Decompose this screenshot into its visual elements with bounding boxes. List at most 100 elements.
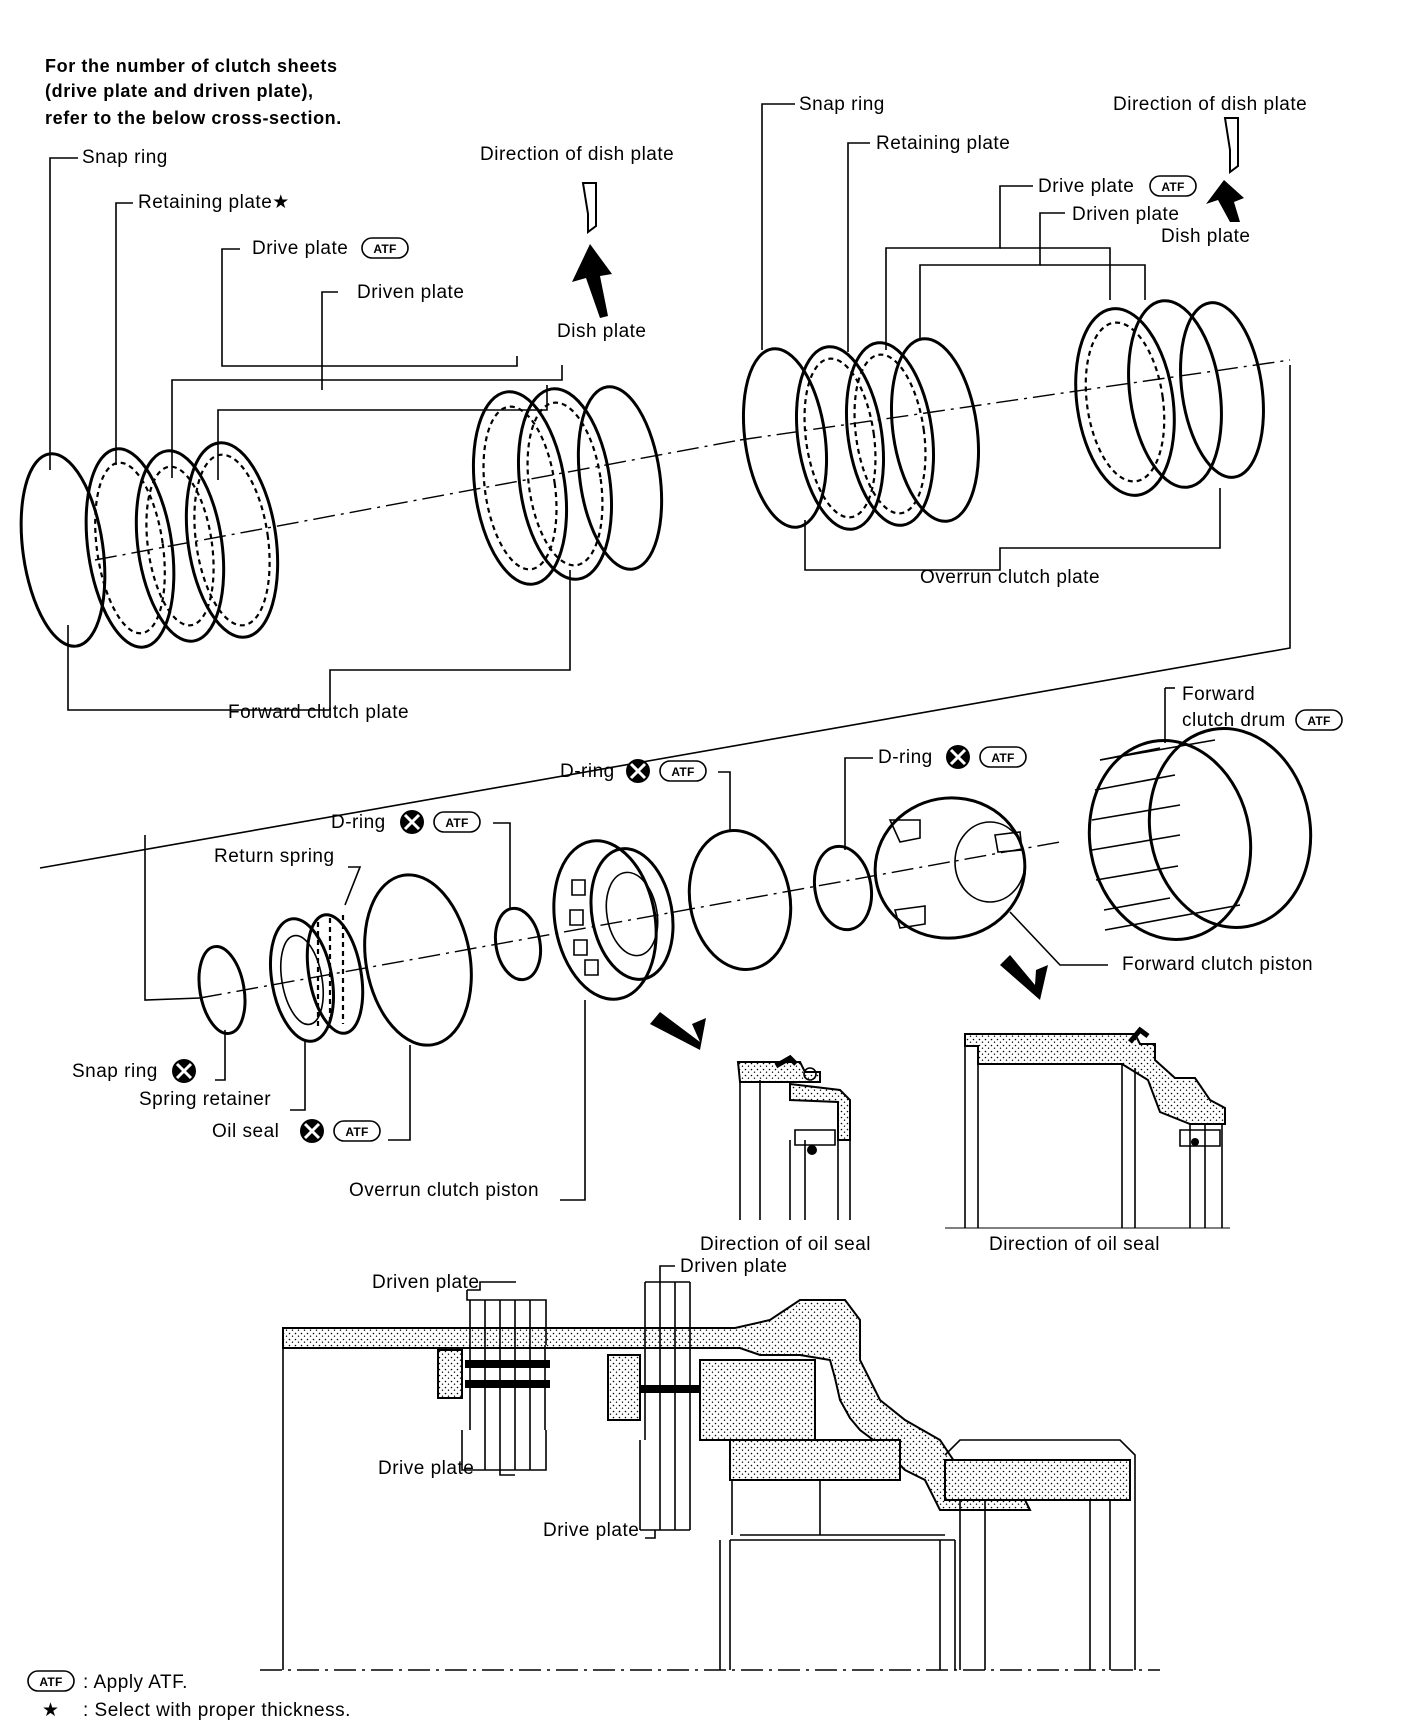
atf-badge: ATF [433,811,481,833]
cross-section: Driven plate Driven plate Drive plate Dr… [260,1256,1160,1671]
overrun-driven-plate-bracket [1040,264,1146,300]
forward-snap-ring-label: Snap ring [82,147,168,168]
legend-star-text: : Select with proper thickness. [83,1700,351,1720]
overrun-direction-of-dish-plate-label: Direction of dish plate [1113,94,1307,115]
d-ring-small-right-part [812,844,874,932]
snap-ring-part [19,452,107,648]
atf-badge: ATF [1295,709,1343,731]
forward-plate-stack-1-teeth [482,405,558,571]
overrun-clutch-piston-part [552,839,675,1001]
oil-seal-detail-right: Direction of oil seal [945,1026,1230,1255]
svg-text:ATF: ATF [445,816,468,830]
oil-seal-label: Oil seal [212,1121,279,1142]
cross-section-driven-plate-right-label: Driven plate [680,1256,787,1277]
atf-badge: ATF [979,746,1027,768]
overrun-plate-stack-teeth [1084,321,1166,483]
overrun-clutch-plate-group: Snap ring Retaining plate Drive plate AT… [39,94,1307,869]
retaining-plate-teeth [94,461,166,635]
forward-drive-plate-label: Drive plate [252,238,348,259]
overrun-retaining-plate-part [794,345,886,531]
svg-text:ATF: ATF [1307,714,1330,728]
d-ring-right-leader [844,757,873,850]
overrun-clutch-piston-leader [560,1000,586,1201]
forward-dish-plate-label: Dish plate [557,321,647,342]
return-spring-label: Return spring [214,846,335,867]
cross-section-driven-plate-left-label: Driven plate [372,1272,479,1293]
legend-atf-badge: ATF [27,1670,75,1692]
forward-plate-stack-1 [471,390,569,586]
overrun-to-piston-link [39,365,1291,869]
drive-plate-teeth [145,465,215,627]
overrun-plate-stack-2 [1127,299,1223,489]
svg-text:ATF: ATF [373,242,396,256]
no-reuse-icon [946,745,970,769]
overrun-clutch-plate-label: Overrun clutch plate [920,567,1100,588]
forward-clutch-piston-leader [1009,911,1108,966]
overrun-retaining-plate-teeth [803,357,877,519]
overrun-clutch-piston-arrow-icon [650,1012,706,1050]
overrun-drive-plate-leader [885,185,1033,350]
forward-direction-of-dish-plate-label: Direction of dish plate [480,144,674,165]
legend-atf-text: : Apply ATF. [83,1672,188,1693]
drive-plate-leader [221,248,518,367]
overrun-drive-plate-teeth [853,353,927,515]
forward-retaining-plate-label: Retaining plate★ [138,192,290,213]
piston-group: Forward clutch drum ATF D-ring ATF D-rin… [72,684,1343,1201]
overrun-snap-ring-part [741,347,829,529]
dish-plate-direction-arrow-icon [572,244,612,318]
overrun-drive-plate-label: Drive plate [1038,176,1134,197]
drive-plate-bracket [171,365,563,478]
overrun-dish-plate-direction-arrow-icon [1206,180,1244,222]
driven-plate-part [184,441,280,639]
overrun-dish-plate-label: Dish plate [1161,226,1251,247]
overrun-driven-plate-leader [919,212,1065,340]
atf-badge: ATF [1149,175,1197,197]
header-note-line2: (drive plate and driven plate), [45,81,314,101]
overrun-drive-plate-part [844,341,936,527]
atf-badge: ATF [333,1120,381,1142]
forward-clutch-drum-label-line2: clutch drum [1182,710,1286,731]
forward-clutch-plate-group: Snap ring Retaining plate★ Drive plate A… [19,144,741,723]
no-reuse-icon [400,810,424,834]
cross-section-drive-plate-left-label: Drive plate [378,1458,474,1479]
direction-of-oil-seal-left-label: Direction of oil seal [700,1234,871,1255]
forward-clutch-drum-part [1087,727,1313,941]
overrun-retaining-plate-leader [847,142,870,352]
direction-of-oil-seal-right-label: Direction of oil seal [989,1234,1160,1255]
forward-axis [94,439,741,561]
forward-clutch-plate-label: Forward clutch plate [228,702,409,723]
retaining-plate-leader [115,202,133,465]
spring-retainer-label: Spring retainer [139,1089,271,1110]
legend: ATF : Apply ATF. ★ : Select with proper … [27,1670,351,1720]
overrun-retaining-plate-label: Retaining plate [876,133,1010,154]
d-ring-large-label: D-ring [560,761,615,782]
forward-clutch-piston-arrow-icon [1000,955,1048,1000]
atf-badge: ATF [361,237,409,259]
overrun-dish-plate-direction-icon [1223,117,1239,174]
driven-plate-bracket [217,385,548,480]
overrun-driven-plate-part [889,337,981,523]
forward-clutch-piston-part [873,796,1027,940]
header-note-line3: refer to the below cross-section. [45,108,342,128]
forward-group-bracket [67,570,571,711]
spring-retainer-leader [290,1040,306,1111]
overrun-drive-plate-bracket [1000,247,1111,300]
overrun-axis [739,359,1291,441]
forward-dish-plate-part [576,385,664,571]
d-ring-left-label: D-ring [331,812,386,833]
no-reuse-icon [626,759,650,783]
overrun-plate-stack [1074,307,1176,497]
d-ring-large-leader [718,771,731,832]
snap-ring-leader [49,157,78,470]
header-note: For the number of clutch sheets (drive p… [45,56,342,128]
driven-plate-teeth [193,453,271,627]
driven-plate-leader [321,291,338,390]
atf-badge: ATF [659,760,707,782]
no-reuse-icon [172,1059,196,1083]
forward-driven-plate-label: Driven plate [357,282,464,303]
spring-retainer-part [269,913,365,1043]
header-note-line1: For the number of clutch sheets [45,56,338,76]
cross-section-drive-plate-right-label: Drive plate [543,1520,639,1541]
svg-text:ATF: ATF [39,1675,62,1689]
